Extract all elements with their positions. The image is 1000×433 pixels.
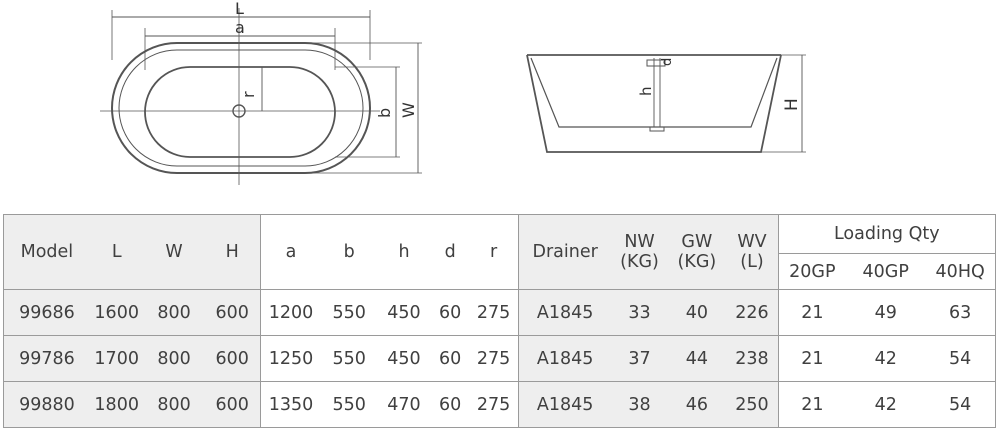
label-L: L — [235, 0, 244, 18]
cell-model: 99880 — [2, 381, 90, 428]
header-wv-line2: (L) — [740, 252, 764, 272]
cell-r: 275 — [469, 289, 519, 336]
label-b: b — [375, 108, 394, 118]
header-W: W — [143, 214, 205, 290]
cell-gw: 44 — [667, 335, 727, 382]
cell-r: 275 — [469, 335, 519, 382]
cell-b: 550 — [321, 335, 378, 382]
header-gw-line1: GW — [681, 232, 713, 252]
header-40hq: 40HQ — [925, 253, 997, 290]
cell-wv: 238 — [726, 335, 779, 382]
label-H: H — [782, 98, 802, 111]
cell-40hq: 54 — [925, 381, 997, 428]
cell-d: 60 — [430, 289, 470, 336]
cell-a: 1250 — [259, 335, 322, 382]
spec-table: Model L W H a b h d r Drainer NW(KG) GW(… — [2, 214, 997, 428]
cell-drainer: A1845 — [517, 335, 612, 382]
cell-20gp: 21 — [777, 381, 847, 428]
header-b: b — [321, 214, 378, 290]
table-row: 99786 1700 800 600 1250 550 450 60 275 A… — [2, 335, 997, 382]
cell-W: 800 — [143, 335, 205, 382]
cell-20gp: 21 — [777, 289, 847, 336]
table-row: 99880 1800 800 600 1350 550 470 60 275 A… — [2, 381, 997, 428]
cell-W: 800 — [143, 381, 205, 428]
header-wv: WV(L) — [726, 214, 779, 290]
cell-40hq: 54 — [925, 335, 997, 382]
header-d: d — [430, 214, 470, 290]
cell-wv: 250 — [726, 381, 779, 428]
cell-L: 1600 — [89, 289, 144, 336]
cell-nw: 37 — [611, 335, 668, 382]
cell-wv: 226 — [726, 289, 779, 336]
header-r: r — [469, 214, 519, 290]
cell-H: 600 — [204, 335, 261, 382]
outer-rim — [111, 42, 371, 174]
cell-40gp: 49 — [846, 289, 926, 336]
outer-shell — [526, 54, 782, 153]
cell-gw: 46 — [667, 381, 727, 428]
drain-circle — [232, 104, 246, 118]
cell-model: 99786 — [2, 335, 90, 382]
header-20gp: 20GP — [777, 253, 847, 290]
header-gw: GW(KG) — [667, 214, 727, 290]
label-h: h — [637, 86, 655, 96]
technical-drawings: L a r b W h d H — [100, 0, 806, 185]
cell-H: 600 — [204, 381, 261, 428]
label-W: W — [399, 102, 418, 118]
cell-a: 1350 — [259, 381, 322, 428]
cell-b: 550 — [321, 381, 378, 428]
label-a: a — [235, 18, 245, 37]
header-model: Model — [2, 214, 90, 290]
cell-drainer: A1845 — [517, 289, 612, 336]
header-40gp: 40GP — [846, 253, 926, 290]
label-d: d — [660, 58, 675, 66]
header-H: H — [204, 214, 261, 290]
cell-model: 99686 — [2, 289, 90, 336]
cell-h: 450 — [377, 335, 431, 382]
cell-nw: 38 — [611, 381, 668, 428]
header-drainer: Drainer — [517, 214, 612, 290]
table-row: 99686 1600 800 600 1200 550 450 60 275 A… — [2, 289, 997, 336]
cell-40gp: 42 — [846, 335, 926, 382]
cell-gw: 40 — [667, 289, 727, 336]
header-L: L — [89, 214, 144, 290]
inner-basin — [144, 66, 336, 158]
side-view-drawing — [526, 54, 806, 153]
header-nw-line2: (KG) — [620, 252, 659, 272]
cell-L: 1800 — [89, 381, 144, 428]
cell-h: 450 — [377, 289, 431, 336]
header-loading-qty: Loading Qty — [777, 214, 997, 254]
cell-H: 600 — [204, 289, 261, 336]
header-nw-line1: NW — [624, 232, 655, 252]
cell-L: 1700 — [89, 335, 144, 382]
cell-a: 1200 — [259, 289, 322, 336]
header-h: h — [377, 214, 431, 290]
top-view-drawing — [100, 8, 422, 185]
cell-r: 275 — [469, 381, 519, 428]
cell-40hq: 63 — [925, 289, 997, 336]
cell-h: 470 — [377, 381, 431, 428]
cell-40gp: 42 — [846, 381, 926, 428]
cell-drainer: A1845 — [517, 381, 612, 428]
cell-20gp: 21 — [777, 335, 847, 382]
cell-b: 550 — [321, 289, 378, 336]
header-nw: NW(KG) — [611, 214, 668, 290]
header-a: a — [259, 214, 322, 290]
cell-d: 60 — [430, 381, 470, 428]
cell-W: 800 — [143, 289, 205, 336]
cell-nw: 33 — [611, 289, 668, 336]
header-gw-line2: (KG) — [677, 252, 717, 272]
label-r: r — [239, 91, 258, 98]
cell-d: 60 — [430, 335, 470, 382]
header-wv-line1: WV — [737, 232, 767, 252]
